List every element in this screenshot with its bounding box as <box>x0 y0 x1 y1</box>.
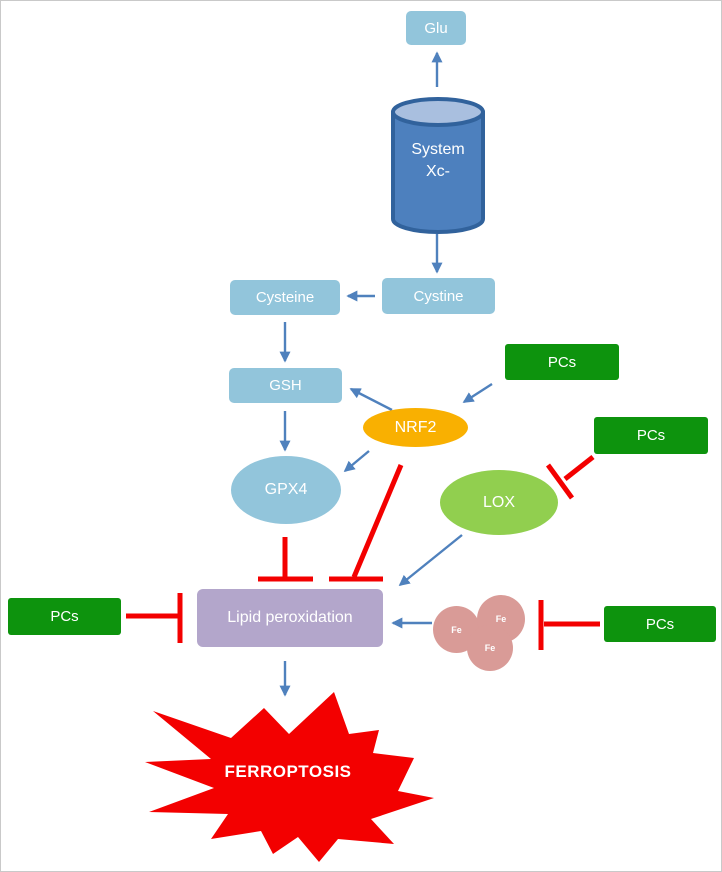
node-pcs-fe: PCs <box>604 606 716 642</box>
inhibit-gpx4-to-lipid <box>258 537 313 582</box>
node-gpx4: GPX4 <box>231 456 341 524</box>
node-lox: LOX <box>440 470 558 535</box>
arrow-lox-to-lipid <box>398 534 463 587</box>
inhibit-nrf2-to-lipid <box>329 464 404 582</box>
arrow-pcs-to-nrf2 <box>462 382 493 404</box>
node-ferroptosis-label: FERROPTOSIS <box>224 762 352 781</box>
node-fe-circle: Fe <box>467 625 513 671</box>
node-cysteine: Cysteine <box>230 280 340 315</box>
arrow-nrf2-to-gpx4 <box>343 450 370 473</box>
node-glu: Glu <box>406 11 466 45</box>
node-nrf2: NRF2 <box>363 408 468 447</box>
ferroptosis-starburst <box>145 692 434 862</box>
node-pcs-lox: PCs <box>594 417 708 454</box>
inhibit-pcs-to-lox <box>545 455 595 500</box>
system-xc-cylinder <box>391 97 485 234</box>
node-pcs-lipid: PCs <box>8 598 121 635</box>
node-pcs-nrf2: PCs <box>505 344 619 380</box>
arrow-nrf2-to-gsh <box>349 387 393 412</box>
node-cystine: Cystine <box>382 278 495 314</box>
node-lipid-peroxidation: Lipid peroxidation <box>197 589 383 647</box>
inhibit-pcs-to-lipid <box>126 593 183 643</box>
node-system-xc-label: System Xc- <box>411 141 465 180</box>
node-gsh: GSH <box>229 368 342 403</box>
inhibit-pcs-to-fe <box>538 600 600 650</box>
